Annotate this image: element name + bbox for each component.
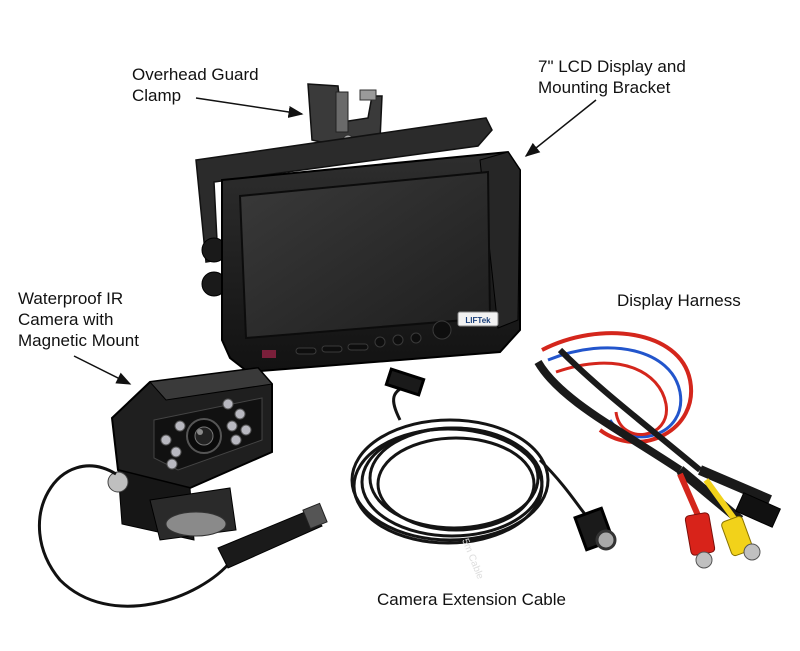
- clamp-label: Overhead Guard Clamp: [132, 65, 259, 105]
- monitor-logo: LIFTek: [465, 316, 491, 325]
- cable-tag: 5m Cable: [459, 537, 485, 581]
- ir-camera: [38, 366, 328, 608]
- camera-extension-cable: 5m Cable: [350, 367, 617, 581]
- ir-leds: [160, 398, 252, 470]
- display-harness: [534, 331, 781, 569]
- monitor-buttons: [295, 320, 452, 355]
- leader-arrows: [73, 97, 597, 385]
- camera-label: Waterproof IR Camera with Magnetic Mount: [18, 289, 139, 350]
- overhead-guard-clamp: [307, 83, 383, 147]
- lcd-label: 7" LCD Display and Mounting Bracket: [538, 57, 686, 97]
- lcd-monitor: LIFTek: [221, 150, 521, 374]
- harness-label: Display Harness: [617, 291, 741, 310]
- cable-label: Camera Extension Cable: [377, 590, 566, 609]
